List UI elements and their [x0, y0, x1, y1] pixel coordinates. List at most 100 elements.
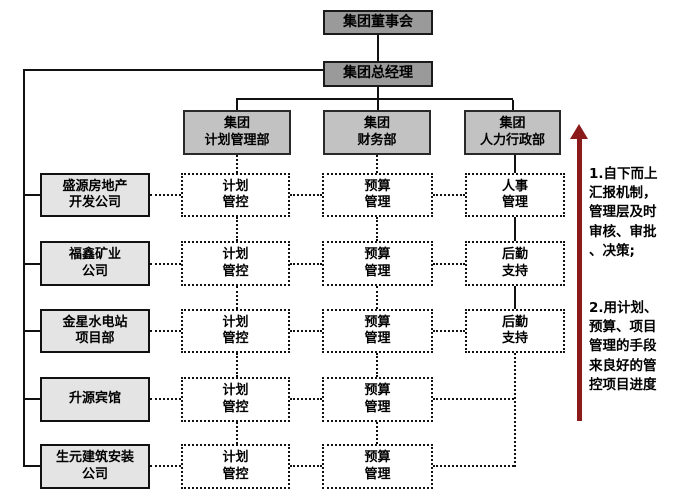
cell-r2c3-line1: 后勤 [501, 247, 528, 263]
company-2-line2: 公司 [81, 263, 108, 279]
cell-r4c1-line1: 计划 [222, 383, 249, 399]
company-1-line1: 盛源房地产 [62, 178, 128, 194]
dept-finance-line2: 财务部 [357, 132, 397, 148]
connector-company3-stub [25, 330, 40, 332]
cell-r5c2-line2: 管理 [364, 466, 391, 482]
cell-r2c1-line1: 计划 [222, 247, 249, 263]
cell-r3c2-line1: 预算 [364, 314, 391, 330]
connector-left-vertical [23, 69, 25, 467]
company-2-line1: 福鑫矿业 [68, 247, 121, 263]
dept-hr-line2: 人力行政部 [479, 132, 545, 148]
cell-r3c3-line1: 后勤 [501, 314, 528, 330]
cell-r1c1-line2: 管控 [222, 195, 249, 210]
matrix-cell-r2c2: 预算 管理 [322, 241, 433, 286]
company-5-line2: 公司 [81, 466, 108, 482]
matrix-cell-r2c1: 计划 管控 [181, 241, 290, 286]
dept-finance-line1: 集团 [363, 116, 390, 132]
dotted-col1-v5 [236, 422, 238, 444]
company-box-shengyuan-hotel: 升源宾馆 [40, 377, 150, 422]
board-label: 集团董事会 [343, 13, 413, 30]
cell-r2c2-line2: 管理 [364, 263, 391, 279]
cell-r3c2-line2: 管理 [364, 331, 391, 346]
dotted-r2-c2-c3 [433, 263, 465, 265]
connector-company4-stub [25, 398, 40, 400]
cell-r1c2-line2: 管理 [364, 195, 391, 210]
company-box-jinxing-hydro: 金星水电站 项目部 [40, 309, 150, 353]
connector-company2-stub [25, 263, 40, 265]
cell-r5c1-line1: 计划 [222, 450, 249, 466]
cell-r1c3-line1: 人事 [501, 178, 528, 194]
dotted-r2-c1-c2 [290, 263, 322, 265]
matrix-cell-r1c1: 计划 管控 [181, 173, 290, 217]
connector-dept1-stub [236, 100, 238, 110]
connector-dept3-stub [512, 100, 514, 110]
cell-r2c1-line2: 管控 [222, 263, 249, 279]
connector-company1-stub [25, 194, 40, 196]
up-arrow-shaft [577, 138, 582, 421]
dotted-col2-v2 [376, 217, 378, 241]
matrix-cell-r3c1: 计划 管控 [181, 309, 290, 353]
cell-r3c3-line2: 支持 [501, 331, 528, 346]
dotted-col1-v1 [236, 155, 238, 173]
annotation-item-1: 1.自下而上 汇报机制， 管理层及时 审核、审批 、决策; [589, 166, 658, 259]
matrix-cell-r3c3: 后勤 支持 [465, 309, 565, 353]
dotted-r4-c2-col3line [433, 398, 514, 400]
dept-planning-line2: 计划管理部 [204, 132, 270, 148]
dotted-col2-v5 [376, 422, 378, 444]
cell-r3c1-line2: 管控 [222, 331, 249, 346]
dotted-col1-v4 [236, 353, 238, 377]
dotted-r3-c2-c3 [433, 330, 465, 332]
general-manager-label: 集团总经理 [343, 65, 413, 82]
dotted-col3-lower-vertical [514, 353, 516, 467]
dotted-r3-c1-c2 [290, 330, 322, 332]
connector-col3-solid-1 [514, 155, 516, 173]
dept-box-planning: 集团 计划管理部 [183, 110, 291, 155]
cell-r4c2-line2: 管理 [364, 399, 391, 415]
dotted-col1-v3 [236, 286, 238, 309]
up-arrow-head [570, 124, 588, 139]
dept-hr-line1: 集团 [499, 116, 526, 132]
dotted-r3-company-cell [150, 330, 181, 332]
cell-r1c1-line1: 计划 [222, 178, 249, 194]
cell-r4c1-line2: 管控 [222, 399, 249, 415]
dotted-r4-c1-c2 [290, 398, 322, 400]
company-box-fuxin-mining: 福鑫矿业 公司 [40, 241, 150, 286]
matrix-cell-r1c2: 预算 管理 [322, 173, 433, 217]
connector-board-gm [377, 35, 379, 61]
cell-r3c1-line1: 计划 [222, 314, 249, 330]
annotation-item-2: 2.用计划、 预算、项目 管理的手段 来良好的管 控项目进度 [589, 300, 658, 393]
connector-col3-solid-2 [514, 217, 516, 241]
dotted-r1-company-cell [150, 194, 181, 196]
general-manager-box: 集团总经理 [323, 61, 433, 87]
company-box-shengyuan-realestate: 盛源房地产 开发公司 [40, 173, 150, 217]
cell-r1c3-line2: 管理 [501, 195, 528, 210]
connector-gm-left-horizontal [23, 69, 323, 71]
dept-box-hr-admin: 集团 人力行政部 [464, 110, 561, 155]
company-4-line1: 升源宾馆 [68, 391, 121, 407]
dotted-r1-c2-c3 [433, 194, 465, 196]
connector-company5-stub [25, 465, 40, 467]
company-3-line2: 项目部 [75, 331, 115, 346]
matrix-cell-r4c1: 计划 管控 [181, 377, 290, 422]
matrix-cell-r5c1: 计划 管控 [181, 444, 290, 489]
company-3-line1: 金星水电站 [62, 314, 128, 330]
dotted-r5-c1-c2 [290, 465, 322, 467]
company-5-line1: 生元建筑安装 [55, 450, 134, 466]
dotted-r2-company-cell [150, 263, 181, 265]
connector-col3-solid-3 [514, 286, 516, 309]
dotted-r1-c1-c2 [290, 194, 322, 196]
board-box: 集团董事会 [323, 10, 433, 35]
dotted-r4-company-cell [150, 398, 181, 400]
annotation-notes: 1.自下而上 汇报机制， 管理层及时 审核、审批 、决策; 2.用计划、 预算、… [589, 146, 673, 414]
cell-r2c3-line2: 支持 [501, 263, 528, 279]
cell-r4c2-line1: 预算 [364, 383, 391, 399]
dotted-col2-v3 [376, 286, 378, 309]
dotted-col2-v1 [376, 155, 378, 173]
matrix-cell-r1c3: 人事 管理 [465, 173, 565, 217]
dotted-r5-company-cell [150, 465, 181, 467]
dept-planning-line1: 集团 [223, 116, 250, 132]
dept-box-finance: 集团 财务部 [323, 110, 431, 155]
matrix-cell-r2c3: 后勤 支持 [465, 241, 565, 286]
cell-r5c2-line1: 预算 [364, 450, 391, 466]
